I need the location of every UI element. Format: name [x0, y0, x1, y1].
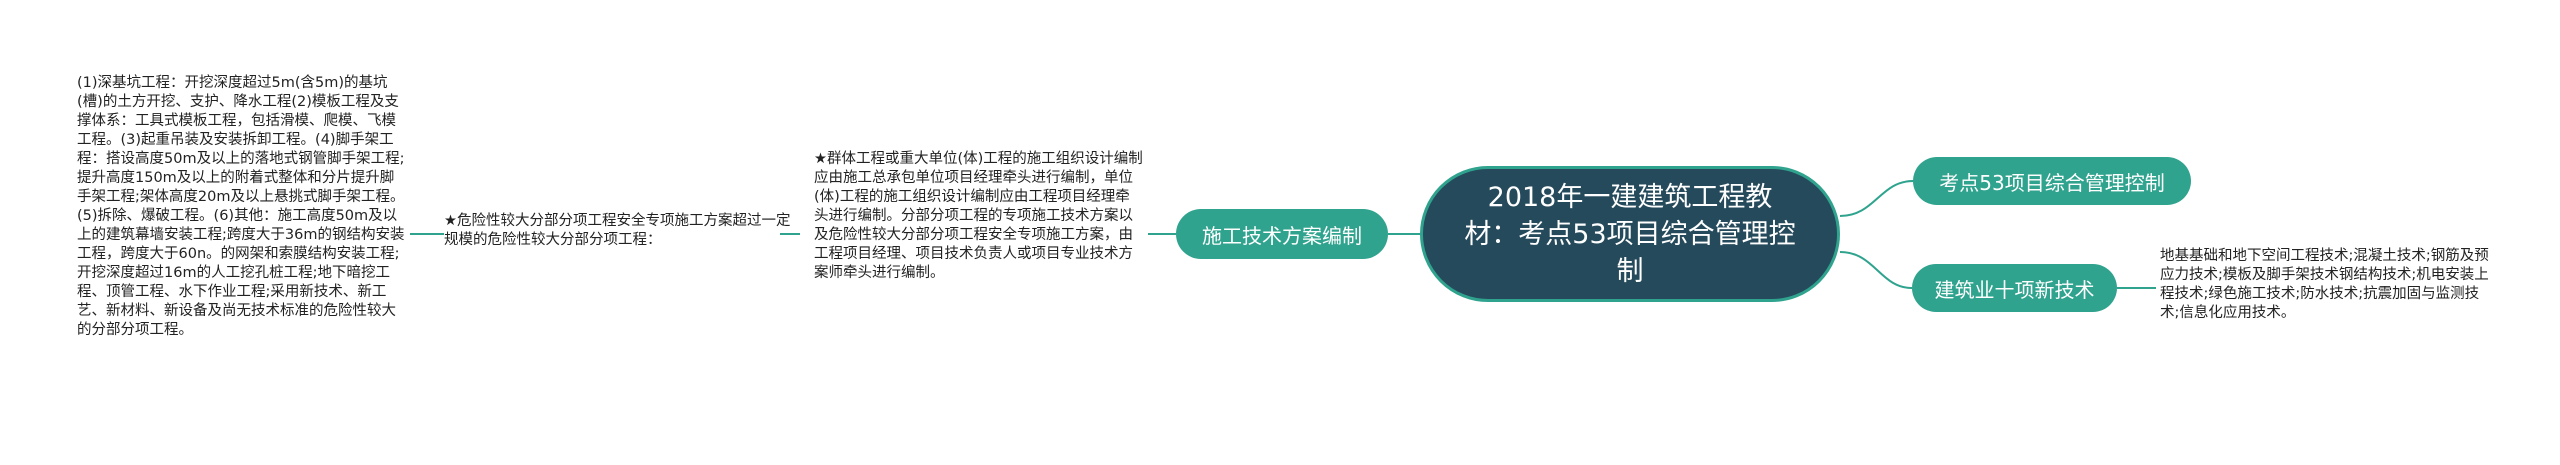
topic-key-point-53[interactable]: 考点53项目综合管理控制 [1913, 157, 2191, 205]
topic-ten-new-technologies-label: 建筑业十项新技术 [1934, 277, 2095, 302]
topic-construction-plan[interactable]: 施工技术方案编制 [1176, 209, 1388, 259]
dangerous-project-detail: (1)深基坑工程：开挖深度超过5m(含5m)的基坑(槽)的土方开挖、支护、降水工… [77, 75, 405, 338]
root-topic-label: 2018年一建建筑工程教材：考点53项目综合管理控制 [1464, 181, 1796, 287]
connector-root-to-right-1 [1839, 180, 1914, 217]
topic-key-point-53-label: 考点53项目综合管理控制 [1939, 170, 2165, 195]
new-technologies-detail: 地基基础和地下空间工程技术;混凝土技术;钢筋及预应力技术;模板及脚手架技术钢结构… [2160, 248, 2489, 321]
construction-plan-summary: ★群体工程或重大单位(体)工程的施工组织设计编制应由施工总承包单位项目经理牵头进… [814, 151, 1143, 281]
topic-ten-new-technologies[interactable]: 建筑业十项新技术 [1912, 264, 2117, 312]
root-topic[interactable]: 2018年一建建筑工程教材：考点53项目综合管理控制 [1420, 166, 1840, 302]
topic-construction-plan-label: 施工技术方案编制 [1202, 223, 1362, 248]
dangerous-project-heading: ★危险性较大分部分项工程安全专项施工方案超过一定规模的危险性较大分部分项工程： [444, 213, 791, 248]
connector-root-to-right-2 [1839, 251, 1913, 289]
